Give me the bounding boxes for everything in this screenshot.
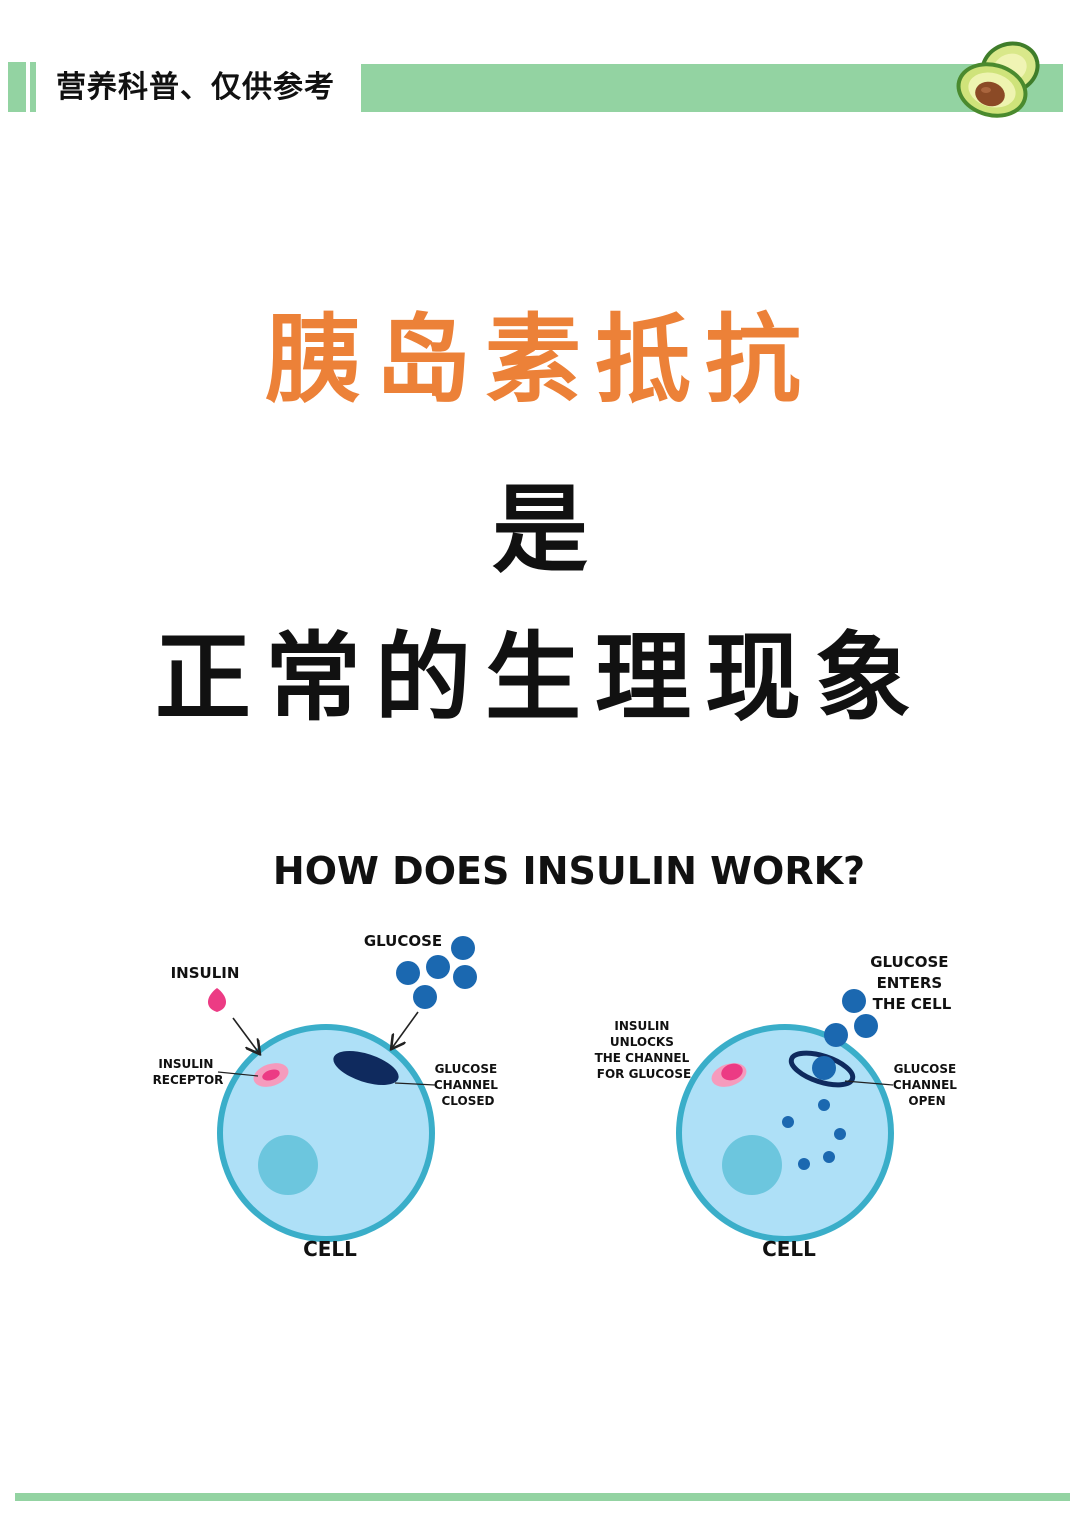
glucose-inside <box>818 1099 830 1111</box>
right-enters-label: GLUCOSE ENTERS THE CELL <box>870 953 954 1013</box>
open-channel-pointer <box>844 1080 894 1086</box>
left-channel-label: GLUCOSE CHANNEL CLOSED <box>434 1062 502 1108</box>
left-cell <box>217 1024 435 1242</box>
header-bar <box>361 64 1063 112</box>
right-insulin-bound <box>721 1063 743 1081</box>
receptor-pointer <box>217 1071 259 1077</box>
insulin-diagram: HOW DOES INSULIN WORK? INSULIN GLUCOSE I… <box>153 849 961 1261</box>
header-accent-stripe-thin <box>30 62 36 112</box>
glucose-dot <box>396 961 420 985</box>
footer-divider <box>15 1493 1070 1501</box>
glucose-dot <box>824 1023 848 1047</box>
glucose-inside <box>782 1116 794 1128</box>
label-line: GLUCOSE <box>870 953 948 971</box>
glucose-arrow <box>392 1011 419 1048</box>
left-glucose-label: GLUCOSE <box>364 932 442 950</box>
left-glucose-channel-closed <box>333 1051 399 1085</box>
label-line: OPEN <box>908 1094 945 1108</box>
label-line: THE CHANNEL <box>595 1051 690 1065</box>
left-insulin-label: INSULIN <box>171 964 240 982</box>
glucose-dot <box>453 965 477 989</box>
right-channel-label: GLUCOSE CHANNEL OPEN <box>893 1062 961 1108</box>
glucose-dot <box>426 955 450 979</box>
label-line: CLOSED <box>441 1094 494 1108</box>
label-line: RECEPTOR <box>153 1073 224 1087</box>
label-line: UNLOCKS <box>610 1035 674 1049</box>
insulin-drop <box>207 988 227 1012</box>
right-nucleus <box>722 1135 782 1195</box>
glucose-inside <box>798 1158 810 1170</box>
title-line-3: 正常的生理现象 <box>155 621 925 734</box>
right-cell-label: CELL <box>762 1237 816 1261</box>
left-nucleus <box>258 1135 318 1195</box>
diagram-heading: HOW DOES INSULIN WORK? <box>273 849 865 893</box>
label-line: GLUCOSE <box>894 1062 957 1076</box>
label-line: CHANNEL <box>893 1078 957 1092</box>
label-line: CHANNEL <box>434 1078 498 1092</box>
glucose-dot <box>413 985 437 1009</box>
label-line: GLUCOSE <box>435 1062 498 1076</box>
title-line-1: 胰岛素抵抗 <box>265 303 815 416</box>
label-line: INSULIN <box>614 1019 669 1033</box>
label-line: FOR GLUCOSE <box>597 1067 691 1081</box>
header-label: 营养科普、仅供参考 <box>56 70 335 105</box>
left-cell-group: INSULIN GLUCOSE INSULIN RECEPTOR GLUCOSE… <box>153 932 502 1261</box>
label-line: THE CELL <box>873 995 952 1013</box>
page-header: 营养科普、仅供参考 <box>0 62 1080 114</box>
right-unlocks-label: INSULIN UNLOCKS THE CHANNEL FOR GLUCOSE <box>595 1019 694 1081</box>
left-cell-label: CELL <box>303 1237 357 1261</box>
avocado-icon <box>956 41 1040 118</box>
right-cell-group: GLUCOSE ENTERS THE CELL INSULIN UNLOCKS … <box>595 953 961 1261</box>
left-receptor-core <box>262 1069 280 1081</box>
glucose-entering <box>812 1056 836 1080</box>
glucose-dot <box>854 1014 878 1038</box>
left-receptor-label: INSULIN RECEPTOR <box>153 1057 224 1087</box>
header-accent-stripe <box>8 62 26 112</box>
title-line-2: 是 <box>492 473 588 586</box>
channel-pointer <box>394 1082 436 1086</box>
insulin-arrow <box>232 1017 259 1053</box>
glucose-inside <box>834 1128 846 1140</box>
glucose-dot <box>842 989 866 1013</box>
glucose-dot <box>451 936 475 960</box>
right-cell <box>676 1024 894 1242</box>
label-line: ENTERS <box>877 974 943 992</box>
label-line: INSULIN <box>158 1057 213 1071</box>
glucose-inside <box>823 1151 835 1163</box>
